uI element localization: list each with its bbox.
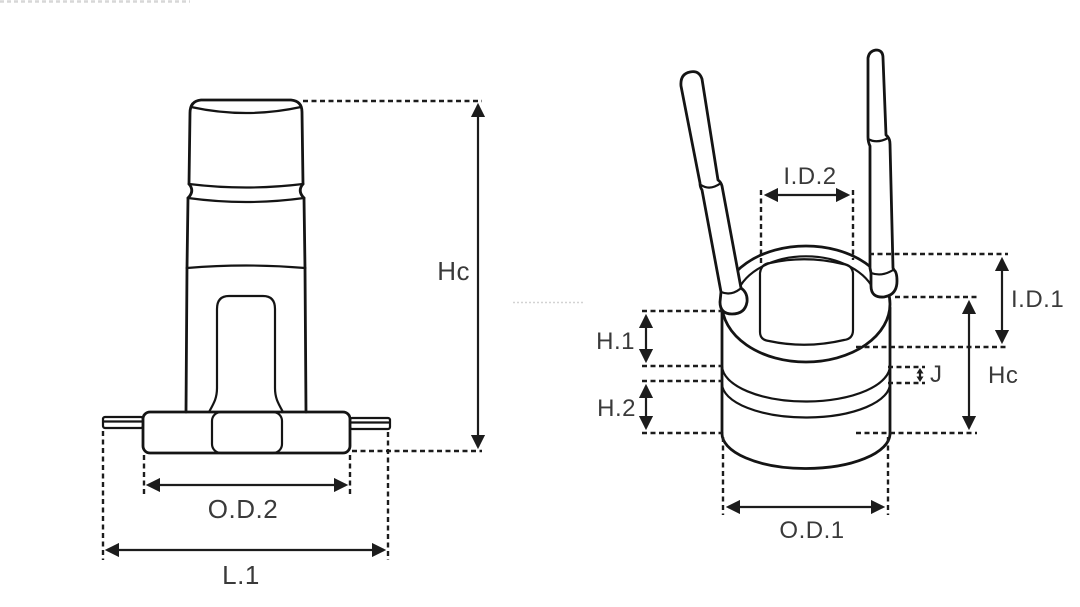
dimension-side-hc: Hc: [303, 99, 486, 453]
side-flange-inner-boss: [210, 410, 284, 455]
left-wire-joint-line: [699, 181, 723, 189]
right-lead-wire: [866, 48, 899, 299]
side-right-tab: [348, 416, 392, 431]
ring-center-bore: [758, 258, 855, 346]
dimension-label-side-hc: Hc: [437, 256, 470, 286]
dimension-h2: H.2: [597, 379, 722, 435]
dimension-h1: H.1: [596, 309, 722, 368]
dimension-label-h1: H.1: [596, 328, 635, 355]
side-view-drawing: [101, 98, 392, 455]
dimension-od1: O.D.1: [721, 437, 890, 544]
ring-groove-upper-arc: [720, 363, 892, 403]
side-base-flange: [141, 410, 352, 455]
dimension-label-od1: O.D.1: [779, 517, 844, 544]
side-body-right-edge: [303, 266, 308, 414]
dimension-id2: I.D.2: [759, 163, 855, 266]
ring-top-inner-rim-arc: [735, 255, 877, 295]
ring-bottom-arc: [720, 431, 892, 470]
dimension-persp-hc: Hc: [856, 295, 1018, 435]
dimension-label-h2: H.2: [597, 395, 636, 422]
perspective-view-drawing: [679, 48, 899, 470]
j-arrowhead-up: [916, 368, 924, 374]
side-top-lip-line: [189, 105, 303, 115]
side-lower-groove-line: [186, 196, 306, 204]
dimension-label-id1: I.D.1: [1011, 286, 1064, 313]
dimension-label-j: J: [930, 361, 943, 388]
side-mid-left-edge: [185, 196, 190, 270]
right-wire-terminal-line: [869, 268, 895, 276]
ring-groove-lower-arc: [720, 381, 892, 419]
dimension-label-od2: O.D.2: [208, 494, 278, 524]
dimension-label-id2: I.D.2: [783, 163, 836, 190]
dimension-side-l1: L.1: [101, 431, 390, 590]
left-wire-terminal-line: [719, 287, 742, 295]
side-inner-tongue: [207, 294, 285, 414]
side-left-tab: [101, 415, 145, 430]
dimension-id1: I.D.1: [856, 252, 1064, 349]
dimension-label-persp-hc: Hc: [988, 362, 1018, 389]
dimension-j: J: [888, 361, 943, 388]
side-body-left-edge: [184, 266, 189, 414]
dimension-side-od2: O.D.2: [142, 455, 352, 524]
side-neck-left: [186, 182, 194, 200]
side-upper-groove-line: [187, 182, 305, 189]
j-arrowhead-down: [916, 376, 924, 382]
side-neck-right: [298, 182, 306, 200]
side-mid-right-edge: [302, 196, 307, 270]
dimension-label-l1: L.1: [222, 560, 260, 590]
side-mid-divider-line: [185, 264, 307, 270]
right-wire-joint-line: [866, 136, 890, 143]
left-lead-wire: [679, 70, 749, 316]
